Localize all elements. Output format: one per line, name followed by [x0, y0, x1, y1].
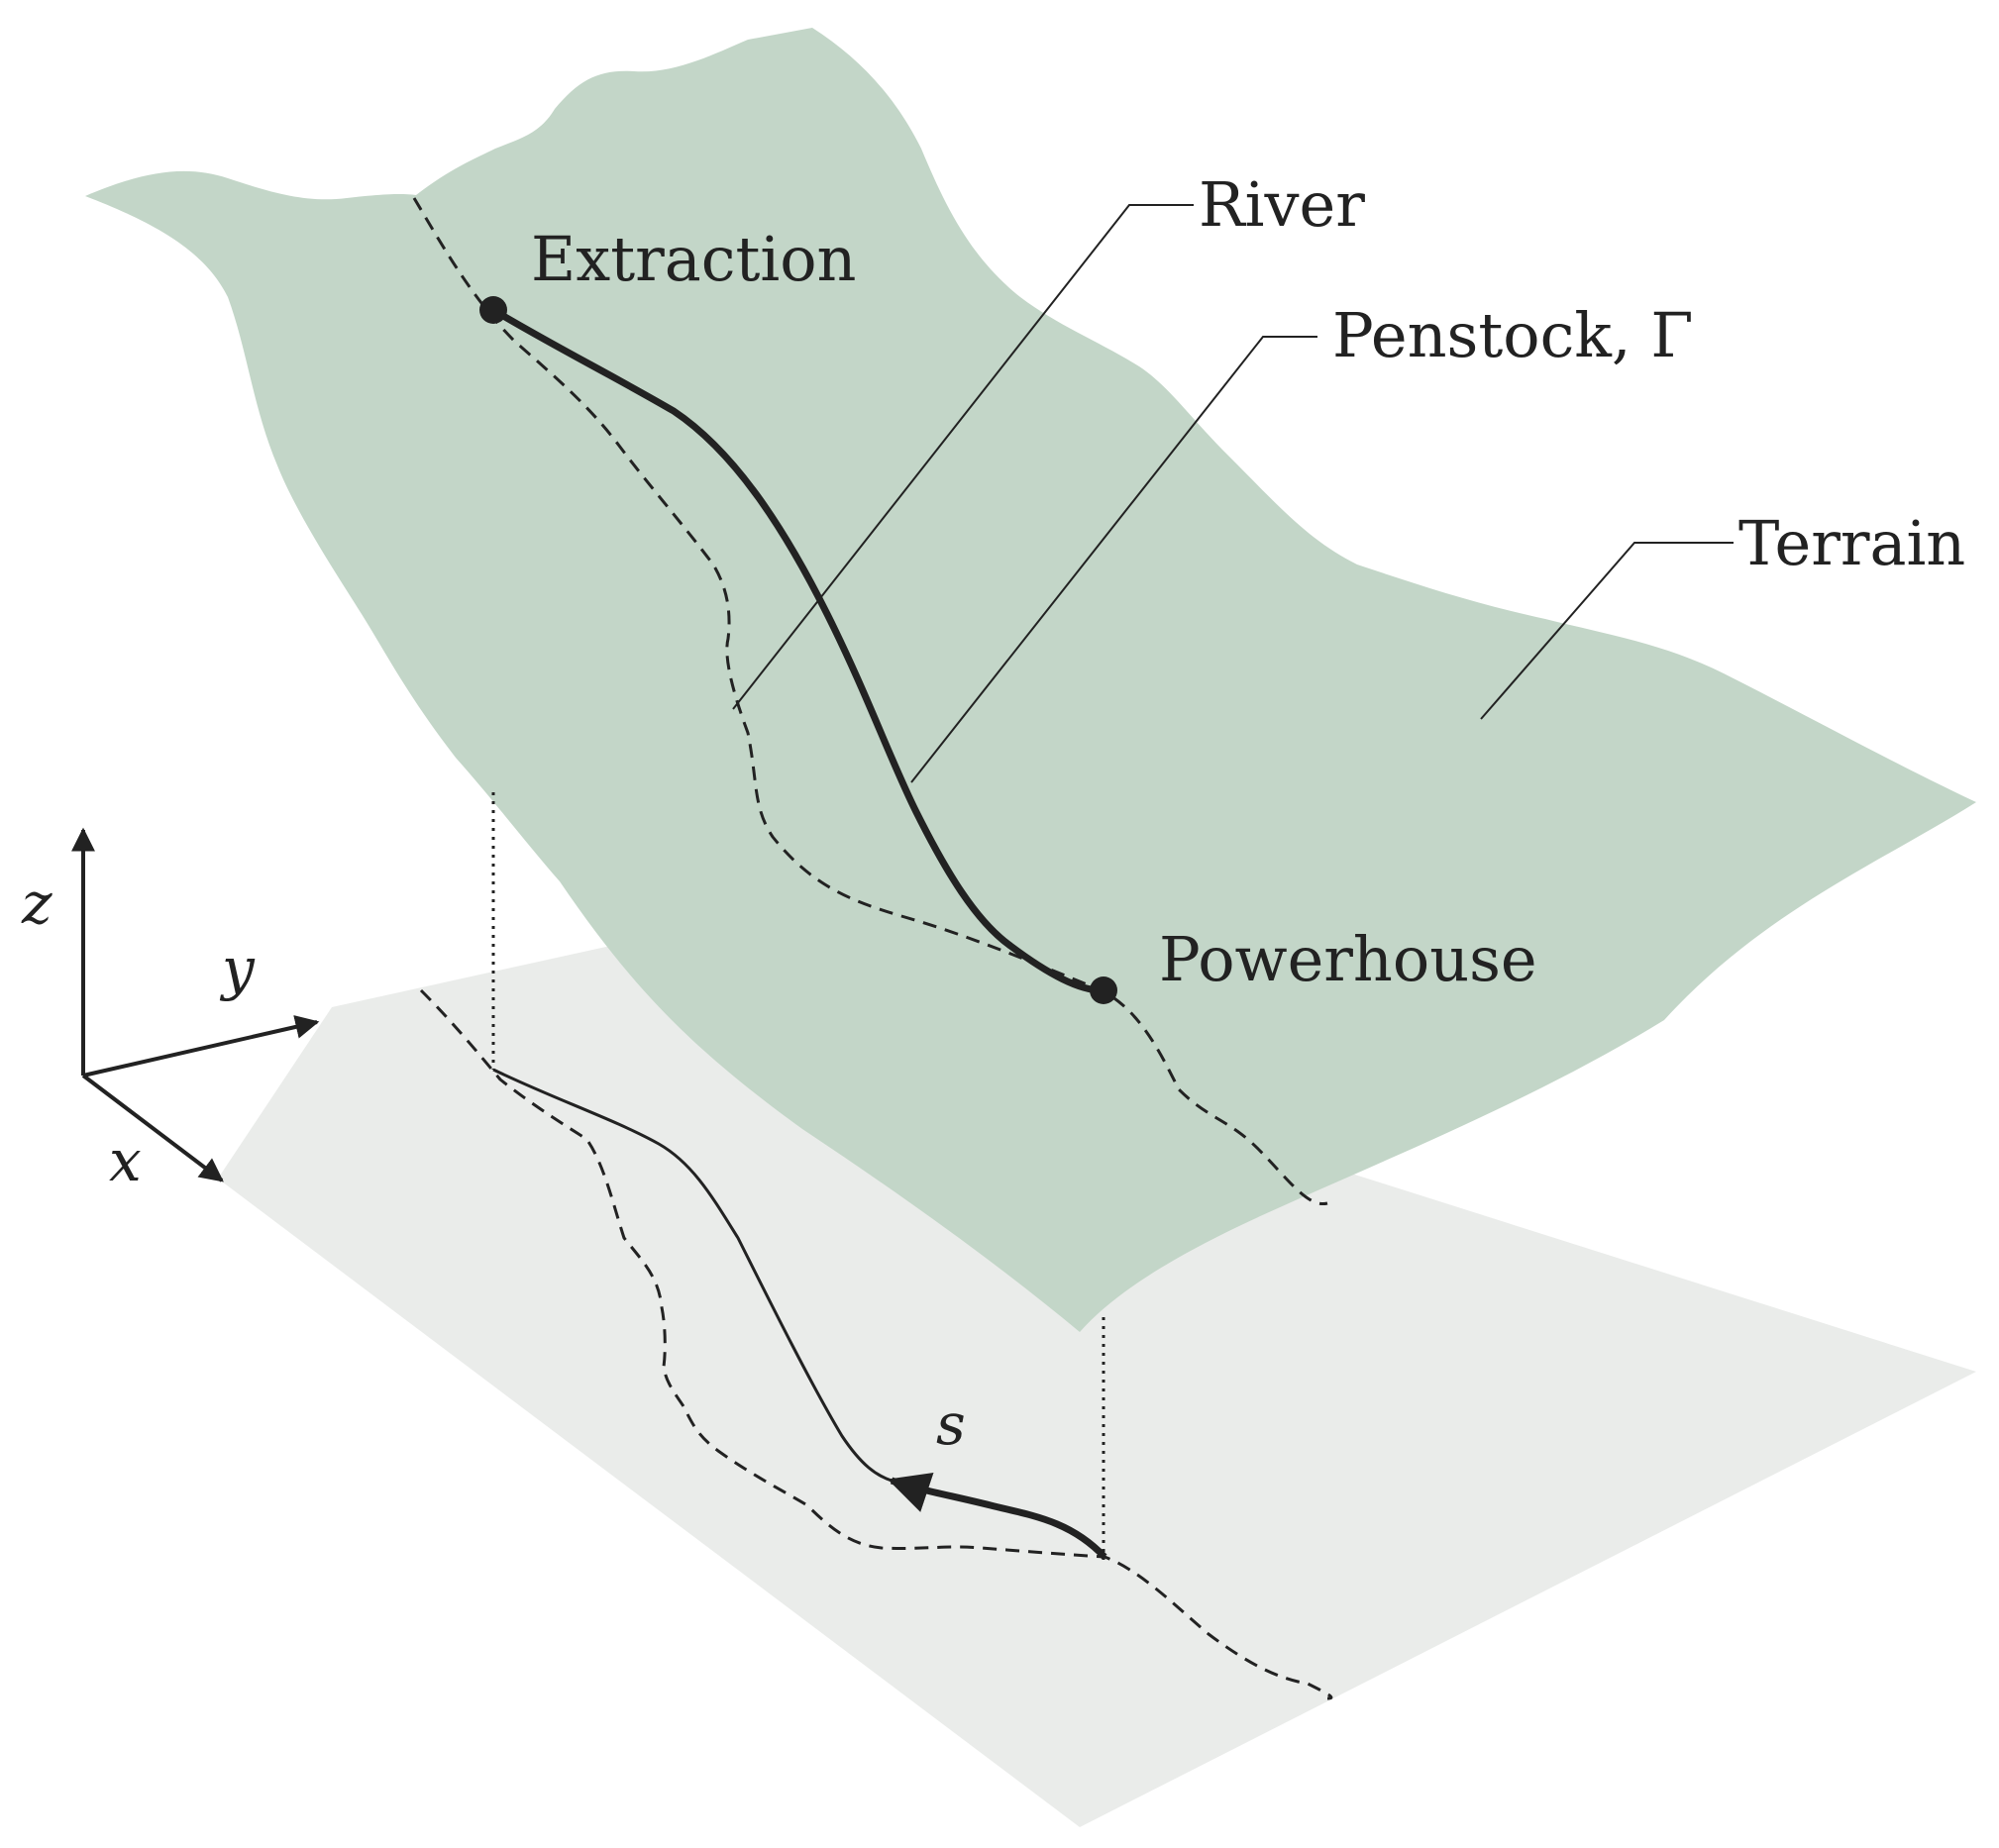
z-axis-label: z	[21, 870, 53, 937]
river-ground	[419, 988, 1333, 1700]
powerhouse-point	[1090, 976, 1117, 1004]
y-axis	[82, 1015, 320, 1078]
penstock-label: Penstock, Γ	[1332, 299, 1693, 371]
powerhouse-label: Powerhouse	[1159, 923, 1537, 995]
extraction-point	[479, 296, 507, 324]
terrain-label: Terrain	[1738, 507, 1965, 579]
terrain-surface	[85, 28, 1976, 1332]
river-terrain	[412, 197, 1328, 1205]
path-param-arrow	[888, 1473, 1107, 1560]
ground-plane	[218, 943, 1976, 1827]
penstock-leader	[910, 336, 1317, 783]
river-label: River	[1199, 168, 1365, 241]
penstock-terrain	[489, 306, 1105, 994]
y-axis-label: y	[219, 935, 256, 1002]
extraction-label: Extraction	[531, 223, 856, 295]
penstock-ground	[492, 1068, 893, 1483]
x-axis	[81, 1074, 224, 1182]
terrain-leader	[1480, 542, 1734, 720]
river-leader	[732, 204, 1194, 710]
x-axis-label: x	[109, 1127, 142, 1194]
path-param-label: s	[936, 1390, 966, 1458]
